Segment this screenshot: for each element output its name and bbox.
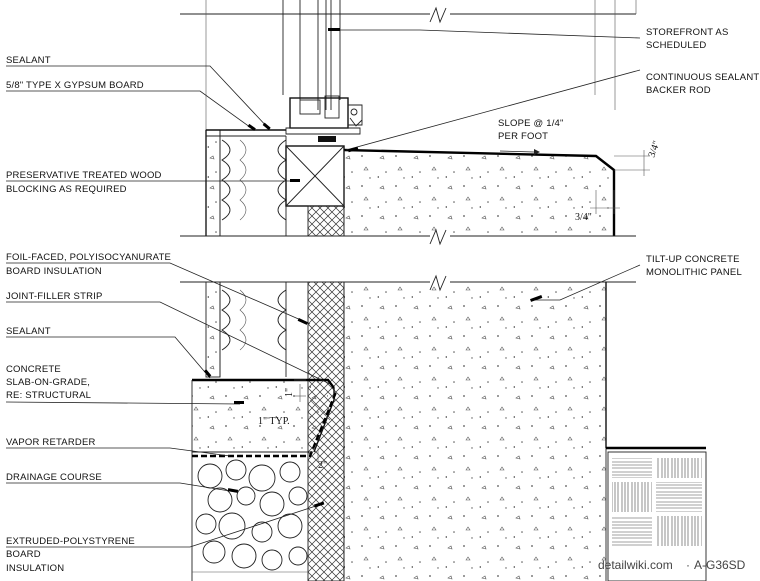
dimension-marks bbox=[294, 150, 650, 462]
label-slab-2: SLAB-ON-GRADE, bbox=[6, 377, 90, 388]
dim-three-quarter-b: 3/4" bbox=[575, 212, 592, 223]
label-slab-1: CONCRETE bbox=[6, 364, 61, 375]
slab-on-grade bbox=[191, 378, 338, 581]
label-xps-3: INSULATION bbox=[6, 563, 64, 574]
label-vapor-retarder: VAPOR RETARDER bbox=[6, 437, 96, 448]
label-wood-blocking-1: PRESERVATIVE TREATED WOOD bbox=[6, 170, 162, 181]
watermark: detailwiki.com · A-G36SD bbox=[598, 558, 746, 572]
upper-wall bbox=[205, 129, 345, 237]
label-storefront-1: STOREFRONT AS bbox=[646, 27, 729, 38]
label-tiltup-1: TILT-UP CONCRETE bbox=[646, 254, 740, 265]
label-slope-1: SLOPE @ 1/4" bbox=[498, 118, 564, 129]
leader-lines bbox=[5, 28, 641, 548]
left-labels: SEALANT 5/8" TYPE X GYPSUM BOARD PRESERV… bbox=[6, 55, 171, 574]
label-xps-2: BOARD bbox=[6, 549, 41, 560]
dim-two-inch: 2" bbox=[318, 460, 327, 471]
label-cont-sealant-2: BACKER ROD bbox=[646, 85, 711, 96]
label-gypsum-board: 5/8" TYPE X GYPSUM BOARD bbox=[6, 80, 144, 91]
label-drainage-course: DRAINAGE COURSE bbox=[6, 472, 102, 483]
watermark-separator: · bbox=[686, 558, 690, 572]
exterior-paving bbox=[606, 446, 707, 581]
watermark-site: detailwiki.com bbox=[598, 558, 673, 572]
watermark-code: A-G36SD bbox=[694, 558, 746, 572]
label-polyiso-2: BOARD INSULATION bbox=[6, 266, 102, 277]
label-polyiso-1: FOIL-FACED, POLYISOCYANURATE bbox=[6, 252, 171, 263]
label-cont-sealant-1: CONTINUOUS SEALANT & bbox=[646, 72, 760, 83]
label-slab-3: RE: STRUCTURAL bbox=[6, 390, 91, 401]
drainage-course bbox=[192, 459, 308, 573]
label-sealant-top: SEALANT bbox=[6, 55, 51, 66]
dimension-labels: 3/4" 3/4" 1" 1" TYP. 2" bbox=[258, 139, 663, 471]
dim-one-inch: 1" bbox=[284, 388, 295, 397]
label-tiltup-2: MONOLITHIC PANEL bbox=[646, 267, 742, 278]
label-xps-1: EXTRUDED-POLYSTYRENE bbox=[6, 536, 135, 547]
label-joint-filler: JOINT-FILLER STRIP bbox=[6, 291, 103, 302]
dim-three-quarter-a: 3/4" bbox=[646, 139, 662, 159]
label-sealant-bottom: SEALANT bbox=[6, 326, 51, 337]
storefront-frame bbox=[180, 0, 637, 142]
right-labels: STOREFRONT AS SCHEDULED CONTINUOUS SEALA… bbox=[498, 27, 760, 278]
label-storefront-2: SCHEDULED bbox=[646, 40, 706, 51]
upper-concrete-panel bbox=[180, 148, 636, 292]
label-wood-blocking-2: BLOCKING AS REQUIRED bbox=[6, 184, 127, 195]
dim-one-typ: 1" TYP. bbox=[258, 416, 290, 427]
label-slope-2: PER FOOT bbox=[498, 131, 548, 142]
